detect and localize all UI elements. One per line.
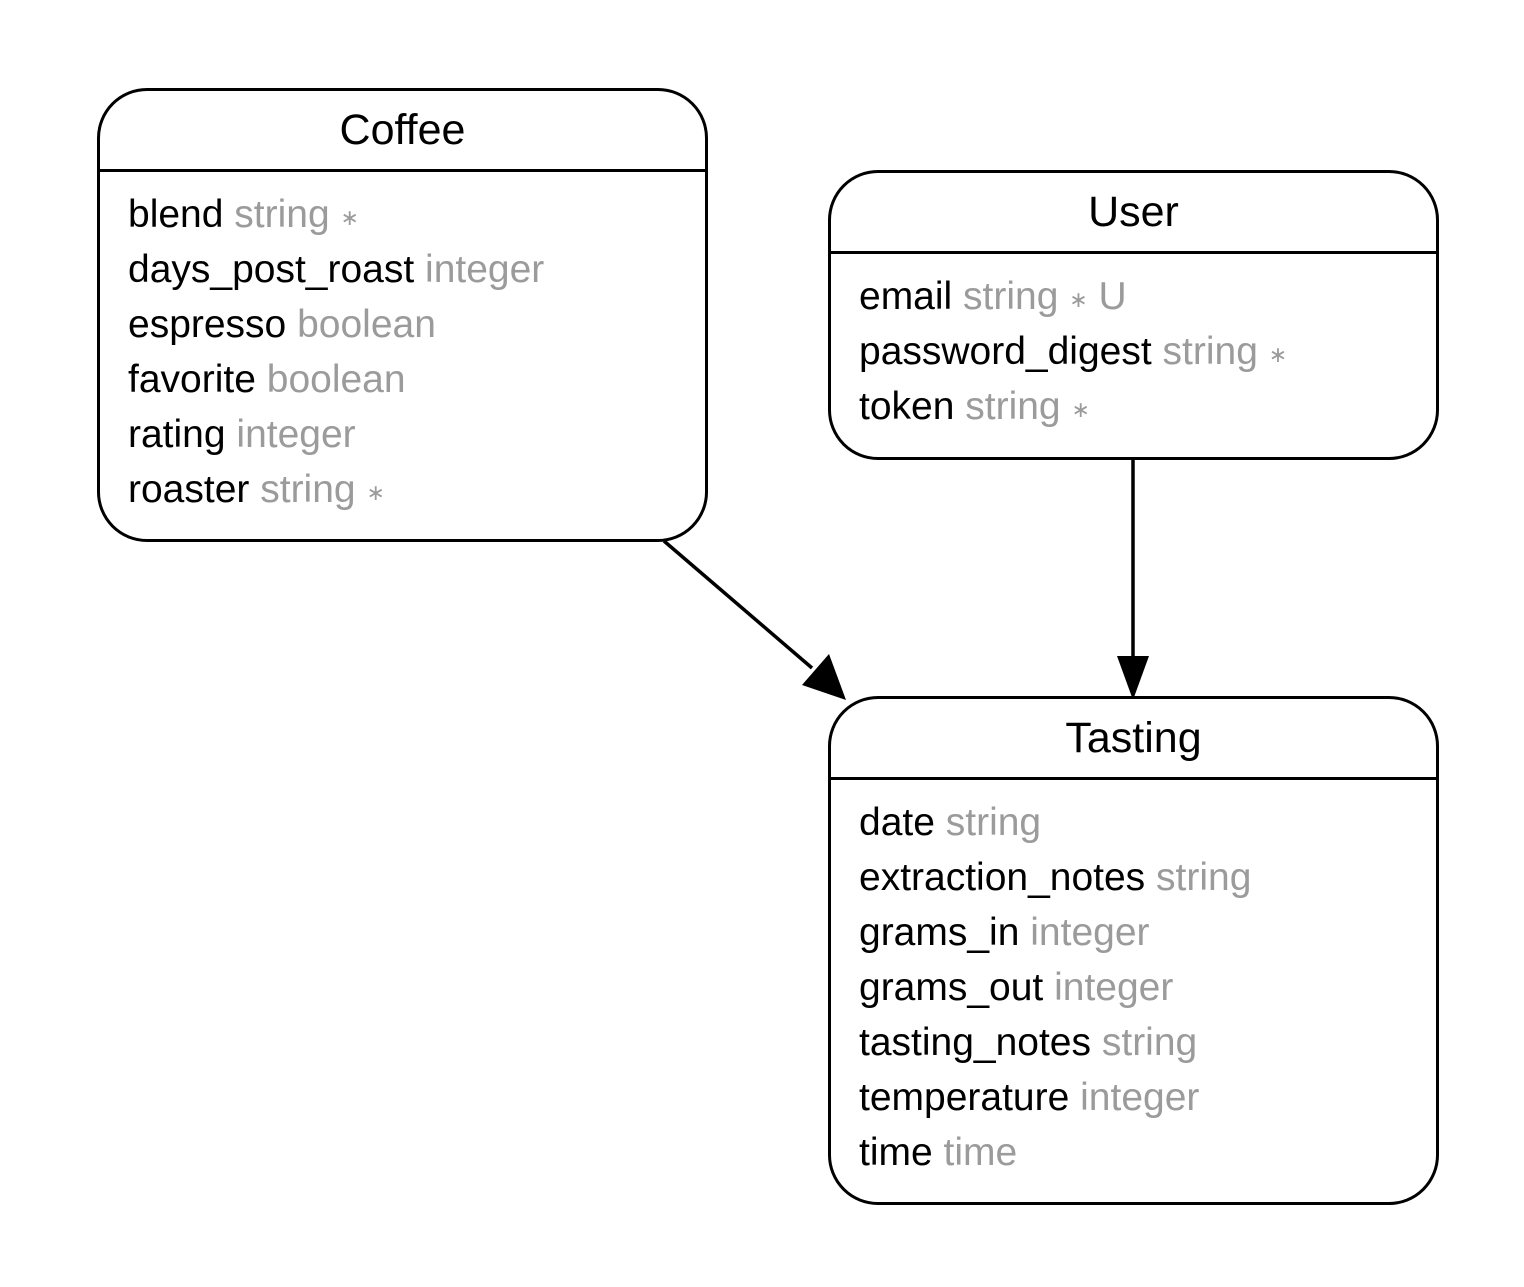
entity-title: Coffee xyxy=(100,91,705,172)
edge-coffee-to-tasting xyxy=(662,539,846,700)
attribute-row: password_digest string ∗ xyxy=(859,324,1436,379)
attribute-row: espresso boolean xyxy=(128,297,705,352)
attribute-type: integer xyxy=(425,248,545,291)
required-marker: ∗ xyxy=(1268,342,1288,367)
entity-coffee[interactable]: Coffee blend string ∗days_post_roast int… xyxy=(97,88,708,542)
attribute-name: extraction_notes xyxy=(859,856,1146,899)
unique-marker: U xyxy=(1098,275,1127,318)
attribute-name: blend xyxy=(128,193,224,236)
attribute-type: string xyxy=(260,468,356,511)
attribute-row: email string ∗ U xyxy=(859,269,1436,324)
attribute-row: tasting_notes string xyxy=(859,1015,1436,1070)
attribute-row: blend string ∗ xyxy=(128,187,705,242)
attribute-name: date xyxy=(859,801,935,844)
attribute-type: integer xyxy=(1054,966,1174,1009)
attribute-row: grams_out integer xyxy=(859,960,1436,1015)
attribute-row: roaster string ∗ xyxy=(128,462,705,517)
attribute-row: extraction_notes string xyxy=(859,850,1436,905)
attribute-type: string xyxy=(1156,856,1252,899)
attribute-name: espresso xyxy=(128,303,287,346)
attribute-type: integer xyxy=(1030,911,1150,954)
required-marker: ∗ xyxy=(1069,287,1088,312)
attribute-name: grams_out xyxy=(859,966,1044,1009)
attribute-name: temperature xyxy=(859,1076,1070,1119)
attribute-row: temperature integer xyxy=(859,1070,1436,1125)
attribute-type: integer xyxy=(236,413,356,456)
attribute-name: email xyxy=(859,275,953,318)
arrowhead-user-tasting xyxy=(1117,656,1149,700)
attribute-name: roaster xyxy=(128,468,250,511)
attribute-name: grams_in xyxy=(859,911,1020,954)
attribute-name: days_post_roast xyxy=(128,248,415,291)
attribute-type: string xyxy=(234,193,330,236)
attribute-name: password_digest xyxy=(859,330,1152,373)
attribute-type: string xyxy=(963,275,1059,318)
attribute-name: time xyxy=(859,1131,933,1174)
required-marker: ∗ xyxy=(1071,397,1090,422)
attribute-name: token xyxy=(859,385,955,428)
attribute-row: favorite boolean xyxy=(128,352,705,407)
required-marker: ∗ xyxy=(366,480,385,505)
attribute-name: tasting_notes xyxy=(859,1021,1092,1064)
attribute-type: string xyxy=(965,385,1061,428)
attribute-name: favorite xyxy=(128,358,256,401)
attribute-type: string xyxy=(945,801,1042,844)
attribute-row: grams_in integer xyxy=(859,905,1436,960)
attribute-row: token string ∗ xyxy=(859,379,1436,434)
required-marker: ∗ xyxy=(340,205,359,230)
attribute-type: boolean xyxy=(297,303,436,346)
attribute-type: string xyxy=(1101,1021,1198,1064)
entity-title: Tasting xyxy=(831,699,1436,780)
attribute-row: days_post_roast integer xyxy=(128,242,705,297)
entity-title: User xyxy=(831,173,1436,254)
attribute-type: string xyxy=(1162,330,1258,373)
attribute-row: time time xyxy=(859,1125,1436,1180)
edge-user-to-tasting xyxy=(1117,460,1149,700)
arrowhead-coffee-tasting xyxy=(802,654,846,700)
attribute-row: date string xyxy=(859,795,1436,850)
attribute-type: time xyxy=(943,1131,1018,1174)
attribute-name: rating xyxy=(128,413,226,456)
attribute-row: rating integer xyxy=(128,407,705,462)
attribute-type: boolean xyxy=(266,358,406,401)
attribute-type: integer xyxy=(1080,1076,1200,1119)
